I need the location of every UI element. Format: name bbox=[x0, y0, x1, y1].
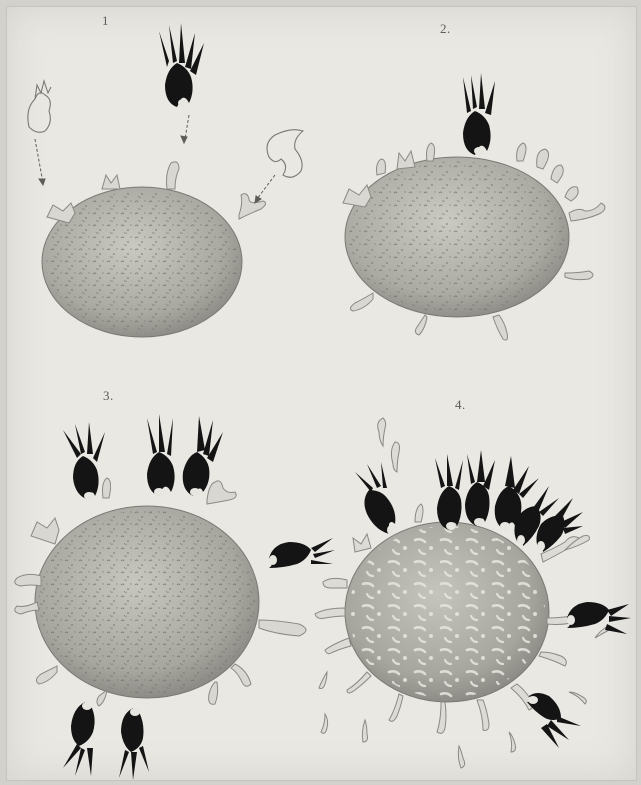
figure-2 bbox=[317, 47, 636, 367]
antibody-icon bbox=[159, 23, 204, 107]
cell-icon bbox=[345, 157, 569, 317]
figure-1 bbox=[7, 7, 327, 347]
antibody-icon bbox=[463, 73, 495, 155]
cell-icon bbox=[35, 506, 259, 698]
figure-4 bbox=[307, 402, 636, 780]
figure-label-2: 2. bbox=[440, 21, 451, 37]
cell-icon bbox=[345, 522, 549, 702]
receptor-icon bbox=[28, 81, 51, 132]
illustration-plate: 1 2. 3. 4. bbox=[6, 6, 637, 781]
figure-3 bbox=[7, 402, 337, 780]
receptor-icon bbox=[267, 130, 303, 178]
